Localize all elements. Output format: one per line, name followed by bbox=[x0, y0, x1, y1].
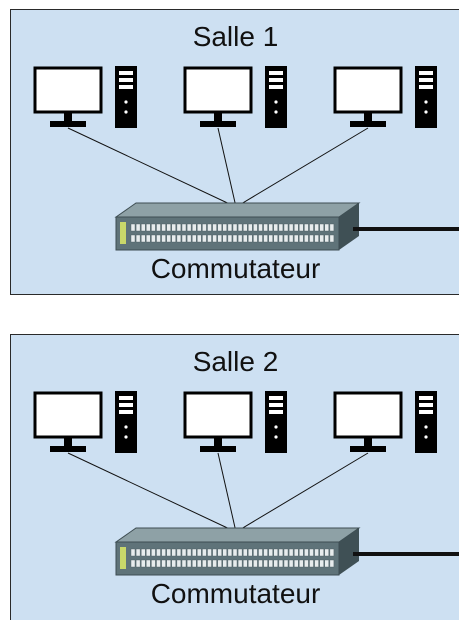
computer-1 bbox=[33, 391, 137, 453]
tower-pc-icon bbox=[265, 66, 287, 128]
tower-pc-icon bbox=[115, 391, 137, 453]
network-cable bbox=[67, 452, 237, 533]
tower-pc-icon bbox=[415, 391, 437, 453]
computer-3 bbox=[333, 391, 437, 453]
room-1-network-diagram bbox=[33, 66, 459, 251]
network-cable bbox=[217, 127, 237, 208]
network-cable bbox=[217, 452, 237, 533]
monitor-icon bbox=[183, 66, 253, 127]
room-title: Salle 2 bbox=[192, 346, 279, 377]
computer-3 bbox=[333, 66, 437, 128]
computer-2 bbox=[183, 391, 287, 453]
tower-pc-icon bbox=[115, 66, 137, 128]
room-2-panel: Salle 2 Commutateur bbox=[10, 334, 459, 620]
monitor-icon bbox=[333, 66, 403, 127]
network-cable bbox=[235, 127, 369, 208]
switch-label: Commutateur bbox=[150, 578, 321, 609]
monitor-icon bbox=[33, 66, 103, 127]
tower-pc-icon bbox=[415, 66, 437, 128]
network-switch-icon bbox=[114, 202, 361, 251]
network-cable bbox=[67, 127, 237, 208]
room-1-panel: Salle 1 Commutateur bbox=[10, 9, 459, 295]
tower-pc-icon bbox=[265, 391, 287, 453]
switch-label: Commutateur bbox=[150, 253, 321, 284]
monitor-icon bbox=[33, 391, 103, 452]
monitor-icon bbox=[333, 391, 403, 452]
computer-1 bbox=[33, 66, 137, 128]
computer-2 bbox=[183, 66, 287, 128]
monitor-icon bbox=[183, 391, 253, 452]
network-switch-icon bbox=[114, 527, 361, 576]
network-cable bbox=[235, 452, 369, 533]
room-title: Salle 1 bbox=[192, 21, 279, 52]
room-2-network-diagram bbox=[33, 391, 459, 576]
